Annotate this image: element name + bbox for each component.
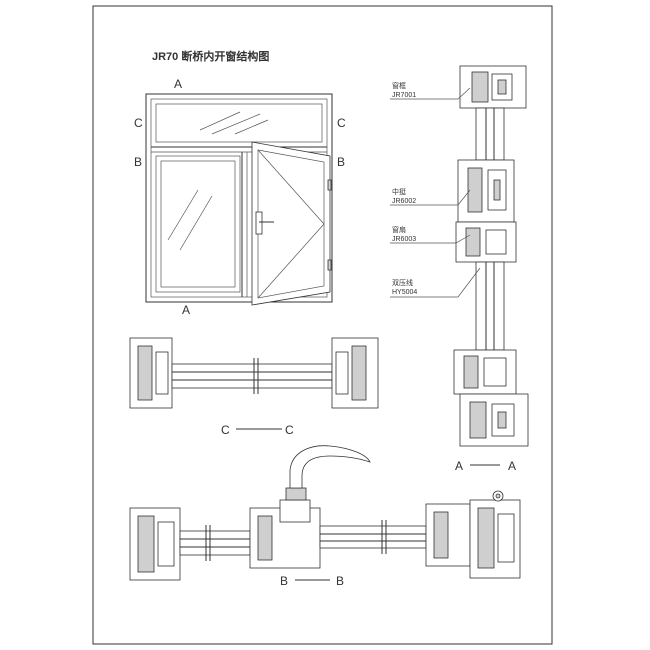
section-bb-drawing bbox=[129, 445, 521, 581]
section-aa-drawing bbox=[453, 65, 529, 447]
callout-frame: 窗框 JR7001 bbox=[392, 81, 416, 99]
section-cc-left: C bbox=[221, 423, 230, 437]
elev-label-b-left: B bbox=[134, 155, 142, 169]
callout-mullion-name: 中挺 bbox=[392, 187, 406, 196]
callout-bead-name: 双压线 bbox=[392, 278, 413, 287]
sash-handle bbox=[255, 211, 263, 235]
callout-frame-name: 窗框 bbox=[392, 81, 406, 90]
elev-label-a-top: A bbox=[174, 77, 182, 91]
elev-label-b-right: B bbox=[337, 155, 345, 169]
callout-sash-code: JR6003 bbox=[392, 236, 416, 243]
callout-sash: 窗扇 JR6003 bbox=[392, 225, 416, 243]
section-aa-right: A bbox=[508, 459, 516, 473]
callout-leaders bbox=[390, 87, 481, 298]
callout-bead-code: HY5004 bbox=[392, 289, 417, 296]
elev-label-c-right: C bbox=[337, 116, 346, 130]
callout-mullion-code: JR6002 bbox=[392, 198, 416, 205]
section-cc-drawing bbox=[129, 337, 379, 409]
elev-label-c-left: C bbox=[134, 116, 143, 130]
bb-handle bbox=[289, 445, 371, 489]
section-bb-right: B bbox=[336, 574, 344, 588]
drawing-title: JR70 断桥内开窗结构图 bbox=[152, 49, 269, 63]
sheet-border bbox=[92, 5, 553, 645]
fixed-lite bbox=[155, 155, 241, 293]
callout-bead: 双压线 HY5004 bbox=[392, 278, 417, 296]
callout-frame-code: JR7001 bbox=[392, 92, 416, 99]
window-elevation bbox=[145, 93, 333, 306]
section-bb-left: B bbox=[280, 574, 288, 588]
callout-mullion: 中挺 JR6002 bbox=[392, 187, 416, 205]
callout-sash-name: 窗扇 bbox=[392, 225, 406, 234]
section-cc-right: C bbox=[285, 423, 294, 437]
open-sash bbox=[251, 141, 331, 306]
transom-glass bbox=[155, 103, 323, 143]
elev-label-a-bottom: A bbox=[182, 303, 190, 317]
section-aa-left: A bbox=[455, 459, 463, 473]
